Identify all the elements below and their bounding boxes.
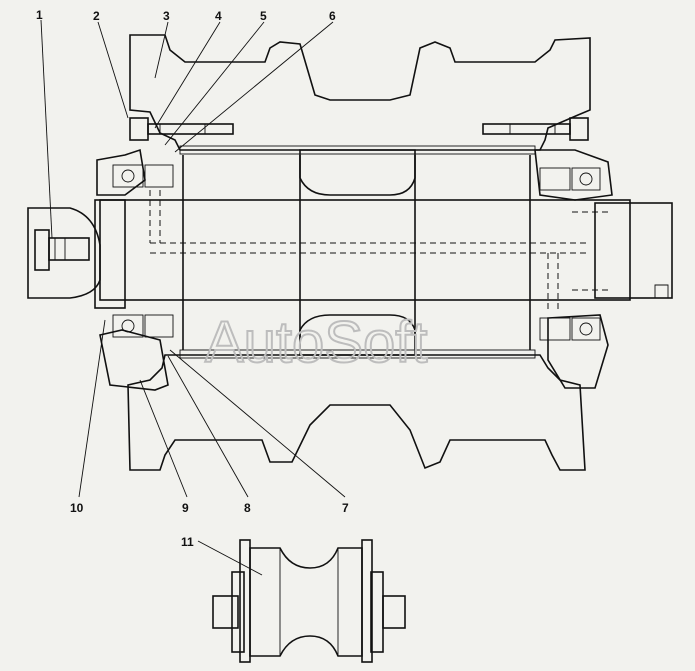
axle-end-cap xyxy=(27,207,101,299)
shaft-left-end xyxy=(94,199,126,309)
left-bolt xyxy=(129,117,234,141)
callout-5: 5 xyxy=(260,9,267,23)
bushing-sleeve-bottom xyxy=(179,349,536,359)
right-bolt xyxy=(482,117,589,141)
callout-3: 3 xyxy=(163,9,170,23)
plug-stem xyxy=(48,237,90,261)
watermark: AutoSoft xyxy=(205,310,427,375)
left-collar-upper xyxy=(96,148,146,196)
left-seal-lower xyxy=(112,314,174,338)
plug-head xyxy=(34,229,50,271)
center-cavity-upper xyxy=(299,149,416,196)
callout-11: 11 xyxy=(181,535,194,549)
shaft-body xyxy=(99,199,631,301)
right-seal-upper xyxy=(539,167,601,191)
shaft-key xyxy=(654,284,669,298)
callout-2: 2 xyxy=(93,9,100,23)
right-collar-upper xyxy=(534,149,613,201)
callout-8: 8 xyxy=(244,501,251,515)
left-seal-upper xyxy=(112,164,174,188)
roller-assembly-view xyxy=(212,539,406,663)
left-collar-lower xyxy=(99,329,169,391)
roller-body-lower xyxy=(127,354,586,471)
callout-4: 4 xyxy=(215,9,222,23)
callout-9: 9 xyxy=(182,501,189,515)
leader-lines xyxy=(40,19,346,576)
callout-1: 1 xyxy=(36,8,43,22)
center-cavity-lower xyxy=(299,314,416,356)
callout-10: 10 xyxy=(70,501,84,515)
callout-7: 7 xyxy=(342,501,349,515)
right-seal-lower xyxy=(539,317,601,341)
callout-6: 6 xyxy=(329,9,336,23)
shaft-right-end xyxy=(594,202,673,299)
right-collar-lower xyxy=(547,314,609,389)
